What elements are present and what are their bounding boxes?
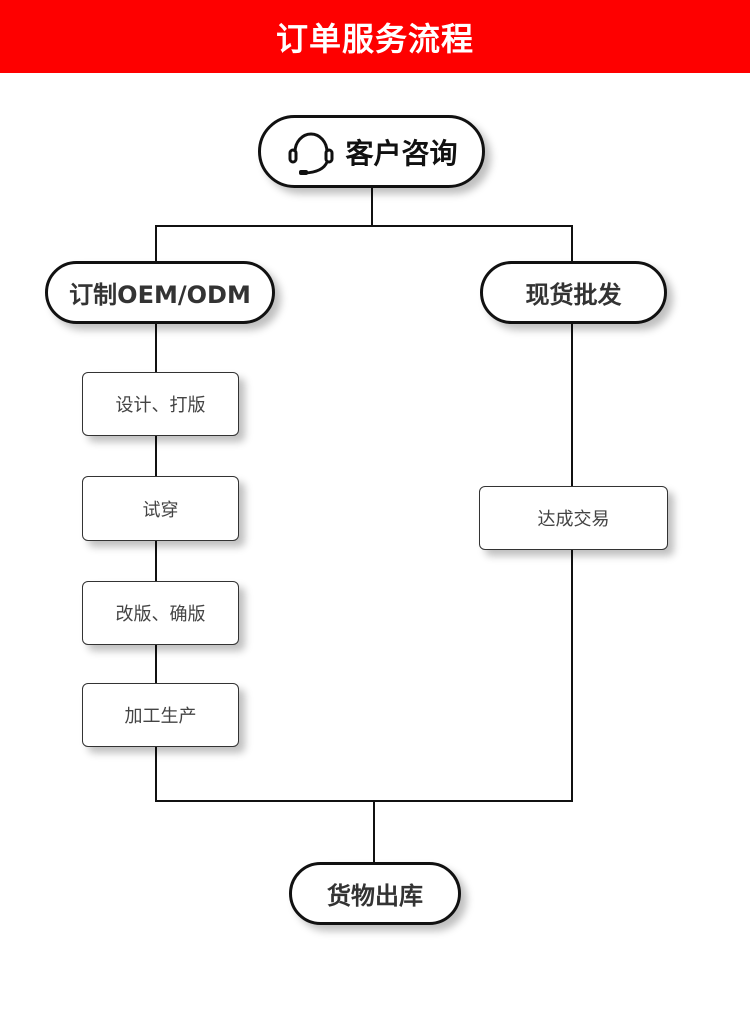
connector — [155, 225, 573, 227]
connector — [371, 188, 373, 227]
step-deal: 达成交易 — [479, 486, 668, 550]
step-fitting: 试穿 — [82, 476, 239, 541]
node-stock-wholesale: 现货批发 — [480, 261, 667, 324]
connector — [373, 800, 375, 863]
node-custom-oem-odm: 订制OEM/ODM — [45, 261, 275, 324]
step-production: 加工生产 — [82, 683, 239, 747]
step-design: 设计、打版 — [82, 372, 239, 436]
node-customer-consult: 客户咨询 — [258, 115, 485, 188]
headset-icon — [288, 132, 334, 175]
node-shipment: 货物出库 — [289, 862, 461, 925]
connector — [155, 800, 573, 802]
step-revise-confirm: 改版、确版 — [82, 581, 239, 645]
node-label: 客户咨询 — [345, 136, 458, 170]
page-title: 订单服务流程 — [0, 0, 750, 73]
